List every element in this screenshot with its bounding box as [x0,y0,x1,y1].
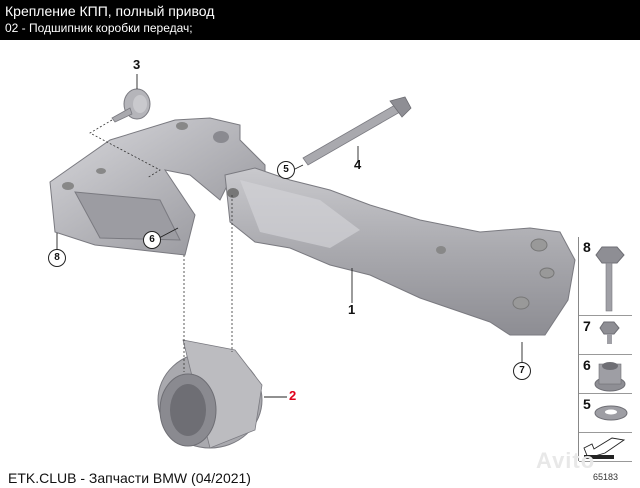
avito-watermark: Avito [536,448,596,473]
legend-item-7[interactable]: 7 [579,316,632,355]
legend-label: 6 [583,357,591,373]
page-title: Крепление КПП, полный привод [5,3,215,19]
fastener-legend: 8 7 6 5 [578,237,632,462]
circled-callout-8[interactable]: 8 [48,249,66,267]
circled-callout-6[interactable]: 6 [143,231,161,249]
callout-4[interactable]: 4 [354,157,362,172]
legend-label: 8 [583,239,591,255]
callout-2-highlighted[interactable]: 2 [289,388,297,403]
diagram-reference-number: 65183 [593,472,619,482]
legend-label: 5 [583,396,591,412]
footer-source: ETK.CLUB - Запчасти BMW (04/2021) [8,470,251,486]
callout-3[interactable]: 3 [133,57,141,72]
circled-callout-7[interactable]: 7 [513,362,531,380]
legend-item-6[interactable]: 6 [579,355,632,394]
parts-illustration [49,74,628,459]
parts-diagram: 3 4 1 2 5 6 7 8 [0,40,640,488]
legend-label: 7 [583,318,591,334]
callout-1[interactable]: 1 [348,302,356,317]
header-bar: Крепление КПП, полный привод 02 - Подшип… [0,0,640,40]
legend-item-5[interactable]: 5 [579,394,632,433]
page-subtitle: 02 - Подшипник коробки передач; [5,21,193,35]
circled-callout-5[interactable]: 5 [277,161,295,179]
legend-item-tool-icon [579,433,632,462]
legend-item-8[interactable]: 8 [579,237,632,316]
